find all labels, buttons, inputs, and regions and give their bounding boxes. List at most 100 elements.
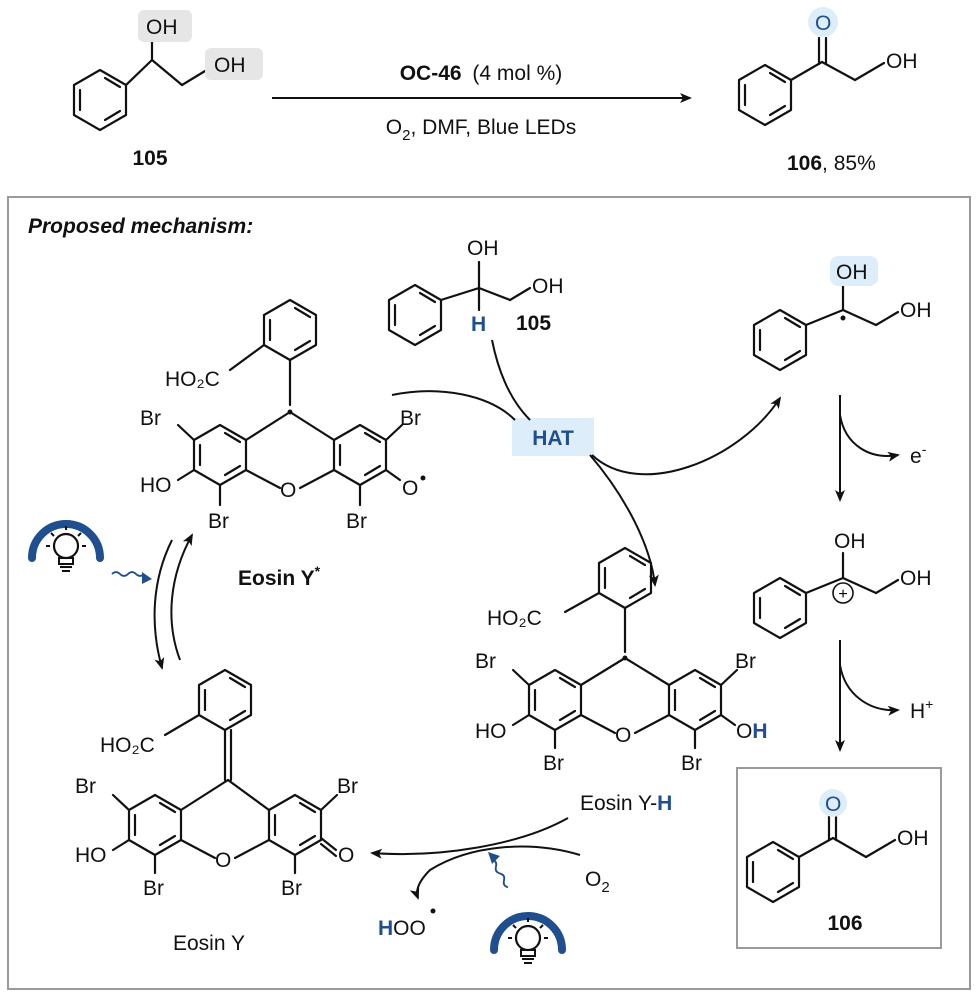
eosin-star-br-3: Br <box>208 510 229 533</box>
eosin-y-star-structure: HO₂C O Br Br HO Br Br O Eosin Y* <box>140 298 426 590</box>
pendant-phenyl <box>262 298 318 362</box>
xanthene-right-ring <box>332 423 388 487</box>
arrow-excitation <box>170 533 193 661</box>
eosin-star-sup: * <box>315 563 321 579</box>
eosin-star-br-2: Br <box>400 407 421 430</box>
arrow-eosin-h-to-eosin-y <box>370 817 569 859</box>
pendant-phenyl <box>597 546 653 610</box>
eosin-h-oh-o: O <box>736 720 752 743</box>
eosin-y-name: Eosin Y <box>173 932 245 955</box>
eosin-h-br-4: Br <box>681 752 702 775</box>
mechanism-title: Proposed mechanism: <box>28 215 253 238</box>
eosin-y-br-3: Br <box>143 877 164 900</box>
electron-e: e <box>910 445 922 468</box>
arrow-eosin-star-to-hat <box>391 390 516 421</box>
wavy-light-arrow-icon <box>491 858 509 889</box>
cation-oh-2: OH <box>900 567 932 590</box>
reactant-label-105: 105 <box>132 147 167 170</box>
hoo-h: H <box>378 917 393 940</box>
catalyst-conditions: OC-46 (4 mol %) <box>400 62 563 85</box>
eosin-h-br-1: Br <box>475 650 496 673</box>
arrow-electron-loss <box>839 414 900 462</box>
eosin-star-o-radical: O <box>402 477 418 500</box>
o2-label: O2 <box>585 868 610 896</box>
cation-oh-1: OH <box>834 530 866 553</box>
o2-o: O <box>585 868 601 891</box>
product-yield: , 85% <box>822 152 876 175</box>
product-106-structure: O OH 106, 85% <box>737 7 918 175</box>
hoo-radical-label: HOO <box>378 917 426 940</box>
hat-highlight <box>512 418 594 456</box>
box-product-o: O <box>825 793 841 816</box>
box-product-oh: OH <box>897 827 929 850</box>
cation-intermediate: OH OH + <box>752 530 932 640</box>
reactant-oh-1: OH <box>146 16 178 39</box>
eosin-y-structure: HO₂C O Br Br HO Br Br O Eosin Y <box>75 668 358 955</box>
o2-sub: 2 <box>601 879 609 896</box>
xanthene-right-ring <box>667 668 723 732</box>
product-carbonyl-o: O <box>815 12 831 35</box>
xanthene-left-ring <box>527 668 583 732</box>
eosin-h-oh-h: H <box>752 720 767 743</box>
eosin-y-ho2c: HO₂C <box>100 734 155 757</box>
arrow-proton-loss <box>839 664 900 716</box>
eosin-y-br-1: Br <box>75 775 96 798</box>
mechanism-product-106: O OH 106 <box>745 789 929 935</box>
electron-sup: - <box>922 441 927 457</box>
conditions-subscript: 2 <box>402 127 410 144</box>
eosin-y-br-2: Br <box>337 775 358 798</box>
arrow-substrate-to-hat <box>491 339 531 421</box>
proton-sup: + <box>925 696 933 712</box>
eosin-star-name-text: Eosin Y <box>238 567 315 590</box>
eosin-star-br-4: Br <box>346 510 367 533</box>
box-product-id: 106 <box>827 912 862 935</box>
benzene-ring <box>737 63 793 127</box>
sub105-id: 105 <box>516 312 551 335</box>
wavy-light-arrow-icon <box>111 571 145 577</box>
eosin-h-name: Eosin Y-H <box>580 792 672 815</box>
proton-h: H <box>910 700 925 723</box>
positive-charge: + <box>838 586 847 603</box>
benzene-ring <box>752 576 808 640</box>
arrow-hat-to-radical <box>591 396 782 476</box>
eosin-h-ho: HO <box>475 720 507 743</box>
arrow-o2-to-hoo <box>409 845 581 900</box>
eosin-star-ho: HO <box>140 474 172 497</box>
eosin-h-ho2c: HO₂C <box>487 607 542 630</box>
radical-intermediate: OH OH <box>752 256 932 372</box>
hat-label: HAT <box>532 427 574 450</box>
benzene-ring <box>752 308 808 372</box>
conditions-o: O <box>386 116 402 139</box>
eosin-h-bridge-o: O <box>615 724 631 747</box>
product-id: 106 <box>787 152 822 175</box>
product-box <box>736 767 942 949</box>
mechanism-frame <box>7 196 971 990</box>
mechanism-substrate-105: OH OH H 105 <box>387 237 564 347</box>
eosin-h-name-h: H <box>657 792 672 815</box>
radical-oh-1: OH <box>836 261 868 284</box>
eosin-h-oh: OH <box>736 720 768 743</box>
pendant-phenyl <box>197 668 253 732</box>
eosin-h-br-2: Br <box>735 650 756 673</box>
eosin-star-ho2c: HO₂C <box>165 368 220 391</box>
sub105-oh-1: OH <box>467 237 499 260</box>
benzene-ring <box>745 840 801 904</box>
xanthene-left-ring <box>127 793 183 857</box>
xanthene-right-ring <box>267 793 323 857</box>
positive-charge-icon <box>832 582 854 604</box>
reactant-105-structure: OH OH 105 <box>72 10 263 170</box>
xanthene-left-ring <box>192 423 248 487</box>
eosin-y-bridge-o: O <box>215 849 231 872</box>
eosin-star-bridge-o: O <box>280 479 296 502</box>
lightbulb-icon <box>494 916 562 963</box>
eosin-star-name: Eosin Y* <box>238 563 321 590</box>
sub105-oh-2: OH <box>532 275 564 298</box>
eosin-y-br-4: Br <box>281 877 302 900</box>
product-oh: OH <box>886 50 918 73</box>
hoo-rest: OO <box>393 917 426 940</box>
top-reaction: OH OH 105 OC-46 (4 mol %) O2, DMF, Blue … <box>72 7 918 175</box>
arrow-hat-to-eosin-h <box>589 454 659 587</box>
reactant-oh-2: OH <box>214 54 246 77</box>
benzene-ring <box>72 68 128 132</box>
conditions-rest: , DMF, Blue LEDs <box>410 116 576 139</box>
